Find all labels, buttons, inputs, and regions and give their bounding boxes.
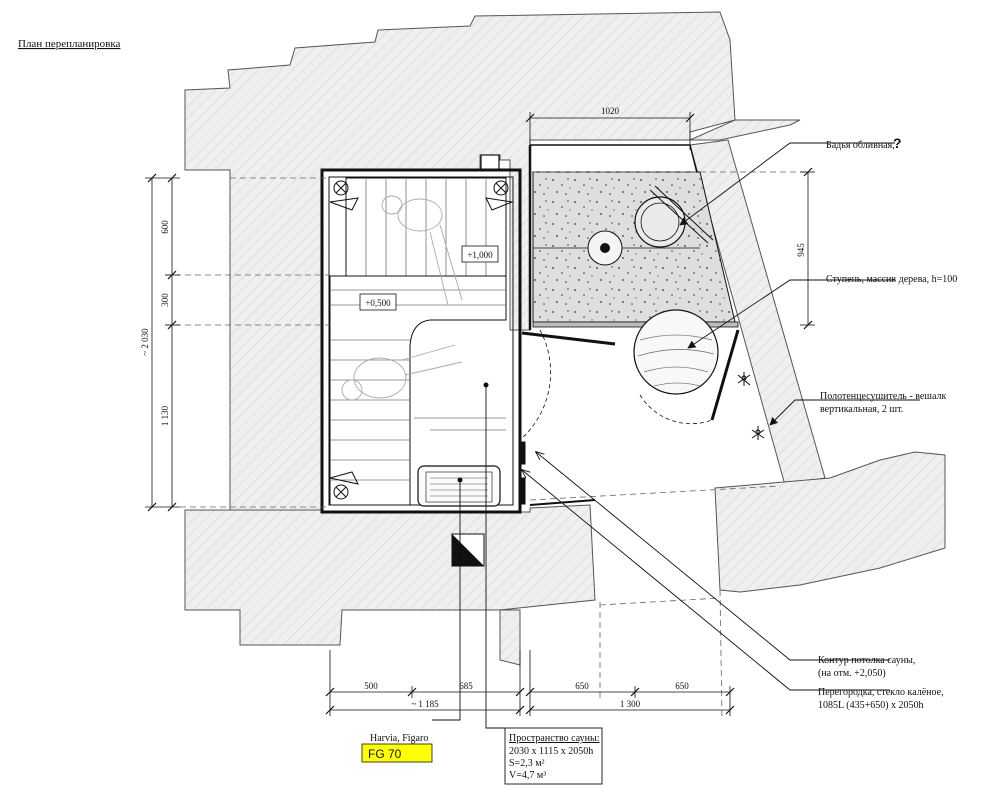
leader-dot	[483, 382, 489, 388]
dim-bottom-650a: 650	[575, 681, 589, 691]
callout-glass-1: Перегородка, стекло калёное,	[818, 687, 944, 698]
callout-step: Ступень, массив дерева, h=100	[826, 274, 957, 285]
level-tag-box	[359, 293, 397, 311]
level-tag-box	[461, 245, 499, 263]
floor-drain	[587, 230, 623, 266]
wall-hatching	[184, 11, 946, 666]
dim-bottom-500: 500	[364, 681, 378, 691]
callout-towel-1: Полотенцесушитель - вешалк	[820, 391, 947, 402]
level-lower: +0,500	[365, 298, 391, 308]
ceiling-contour	[165, 171, 810, 721]
glass-partition	[518, 329, 740, 505]
heater-icon	[417, 465, 501, 507]
level-upper: +1,000	[467, 250, 493, 260]
callout-glass-2: 1085L (435+650) x 2050h	[818, 700, 924, 711]
dim-left-600: 600	[160, 220, 170, 234]
callout-contour-1: Контур потолка сауны,	[818, 655, 915, 666]
dim-bottom-685: 685	[459, 681, 473, 691]
dim-left-1130: 1 130	[160, 405, 170, 426]
step-edge	[532, 321, 739, 328]
dim-right: 945	[796, 243, 806, 257]
sauna-space-box	[504, 727, 603, 785]
dim-left-300: 300	[160, 293, 170, 307]
leader-lines	[432, 142, 920, 729]
vent-icon	[329, 180, 514, 500]
wooden-step	[633, 309, 719, 395]
callout-tub-mark: ?	[893, 135, 902, 151]
heater-model-highlight	[361, 743, 433, 763]
dimension-ticks	[147, 113, 813, 715]
dim-top: 1020	[601, 106, 620, 116]
dim-left-total: ~ 2 030	[140, 328, 150, 356]
sauna-space-title: Пространство сауны:	[509, 733, 600, 744]
sauna-space-volume: V=4,7 м³	[509, 770, 546, 781]
stone-floor-area	[532, 171, 736, 323]
callout-tub: Бадья обливная,	[826, 140, 895, 151]
person-silhouette	[341, 195, 463, 401]
heater-brand: Harvia, Figaro	[370, 733, 428, 744]
callout-towel-2: вертикальная, 2 шт.	[820, 404, 903, 415]
callout-contour-2: (на отм. +2,050)	[818, 668, 886, 679]
dim-bottom-1185: ~ 1 185	[411, 699, 439, 709]
towel-rail-icon	[737, 372, 765, 440]
bucket-tub	[634, 185, 714, 248]
heater-model: FG 70	[368, 747, 402, 761]
leader-dot	[457, 477, 463, 483]
sauna-space-size: 2030 x 1115 x 2050h	[509, 746, 593, 757]
dimension-lines	[145, 112, 815, 716]
dim-bottom-1300: 1 300	[620, 699, 641, 709]
lower-bench	[329, 275, 507, 506]
sauna-space-area: S=2,3 м²	[509, 758, 545, 769]
dim-bottom-650b: 650	[675, 681, 689, 691]
drawing-title: План перепланировка	[18, 38, 121, 50]
